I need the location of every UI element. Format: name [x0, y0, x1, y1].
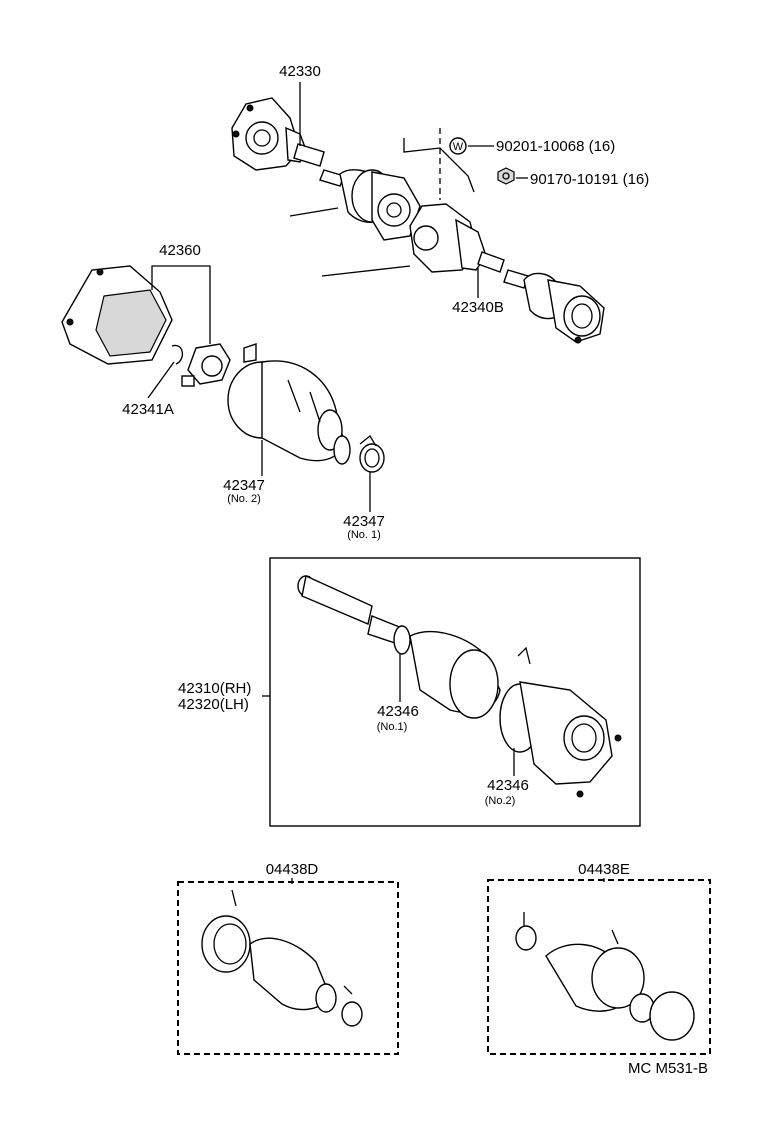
- boot-kit-e-illustration: [515, 912, 695, 1041]
- boot-kit-d-illustration: [201, 889, 363, 1027]
- label-42310: 42310(RH): [178, 680, 251, 697]
- label-42347-no1-sub: (No. 1): [347, 529, 381, 541]
- joint-housing-illustration: [61, 265, 231, 387]
- label-04438d: 04438D: [266, 861, 319, 878]
- inboard-boot-illustration: [227, 343, 351, 465]
- boot-kit-box-d: [177, 881, 399, 1055]
- label-42347-no1: 42347: [343, 513, 385, 530]
- label-42346-no1: 42346: [377, 703, 419, 720]
- label-90170: 90170-10191 (16): [530, 171, 649, 188]
- callouts: 42330 90201-10068 (16) 90170-10191 (16) …: [122, 63, 708, 1077]
- label-42347-no2-sub: (No. 2): [227, 493, 261, 505]
- drive-shaft-assembly-illustration: [231, 97, 605, 344]
- boot-clamp-illustration: [359, 435, 385, 473]
- label-42340b: 42340B: [452, 299, 504, 316]
- label-42346-no2-sub: (No.2): [485, 795, 516, 807]
- washer-symbol: W: [449, 137, 467, 155]
- label-42320: 42320(LH): [178, 696, 249, 713]
- washer-mark: W: [453, 141, 464, 153]
- label-42341a: 42341A: [122, 401, 174, 418]
- label-42347-no2: 42347: [223, 477, 265, 494]
- label-90201: 90201-10068 (16): [496, 138, 615, 155]
- footer-code: MC M531-B: [628, 1060, 708, 1077]
- drive-shaft-box: [269, 557, 641, 827]
- label-04438e: 04438E: [578, 861, 630, 878]
- label-42330: 42330: [279, 63, 321, 80]
- nut-icon: [497, 167, 515, 185]
- label-42346-no1-sub: (No.1): [377, 721, 408, 733]
- label-42360: 42360: [159, 242, 201, 259]
- boot-kit-box-e: [487, 879, 711, 1055]
- label-42346-no2: 42346: [487, 777, 529, 794]
- drive-shaft-illustration: [297, 574, 622, 798]
